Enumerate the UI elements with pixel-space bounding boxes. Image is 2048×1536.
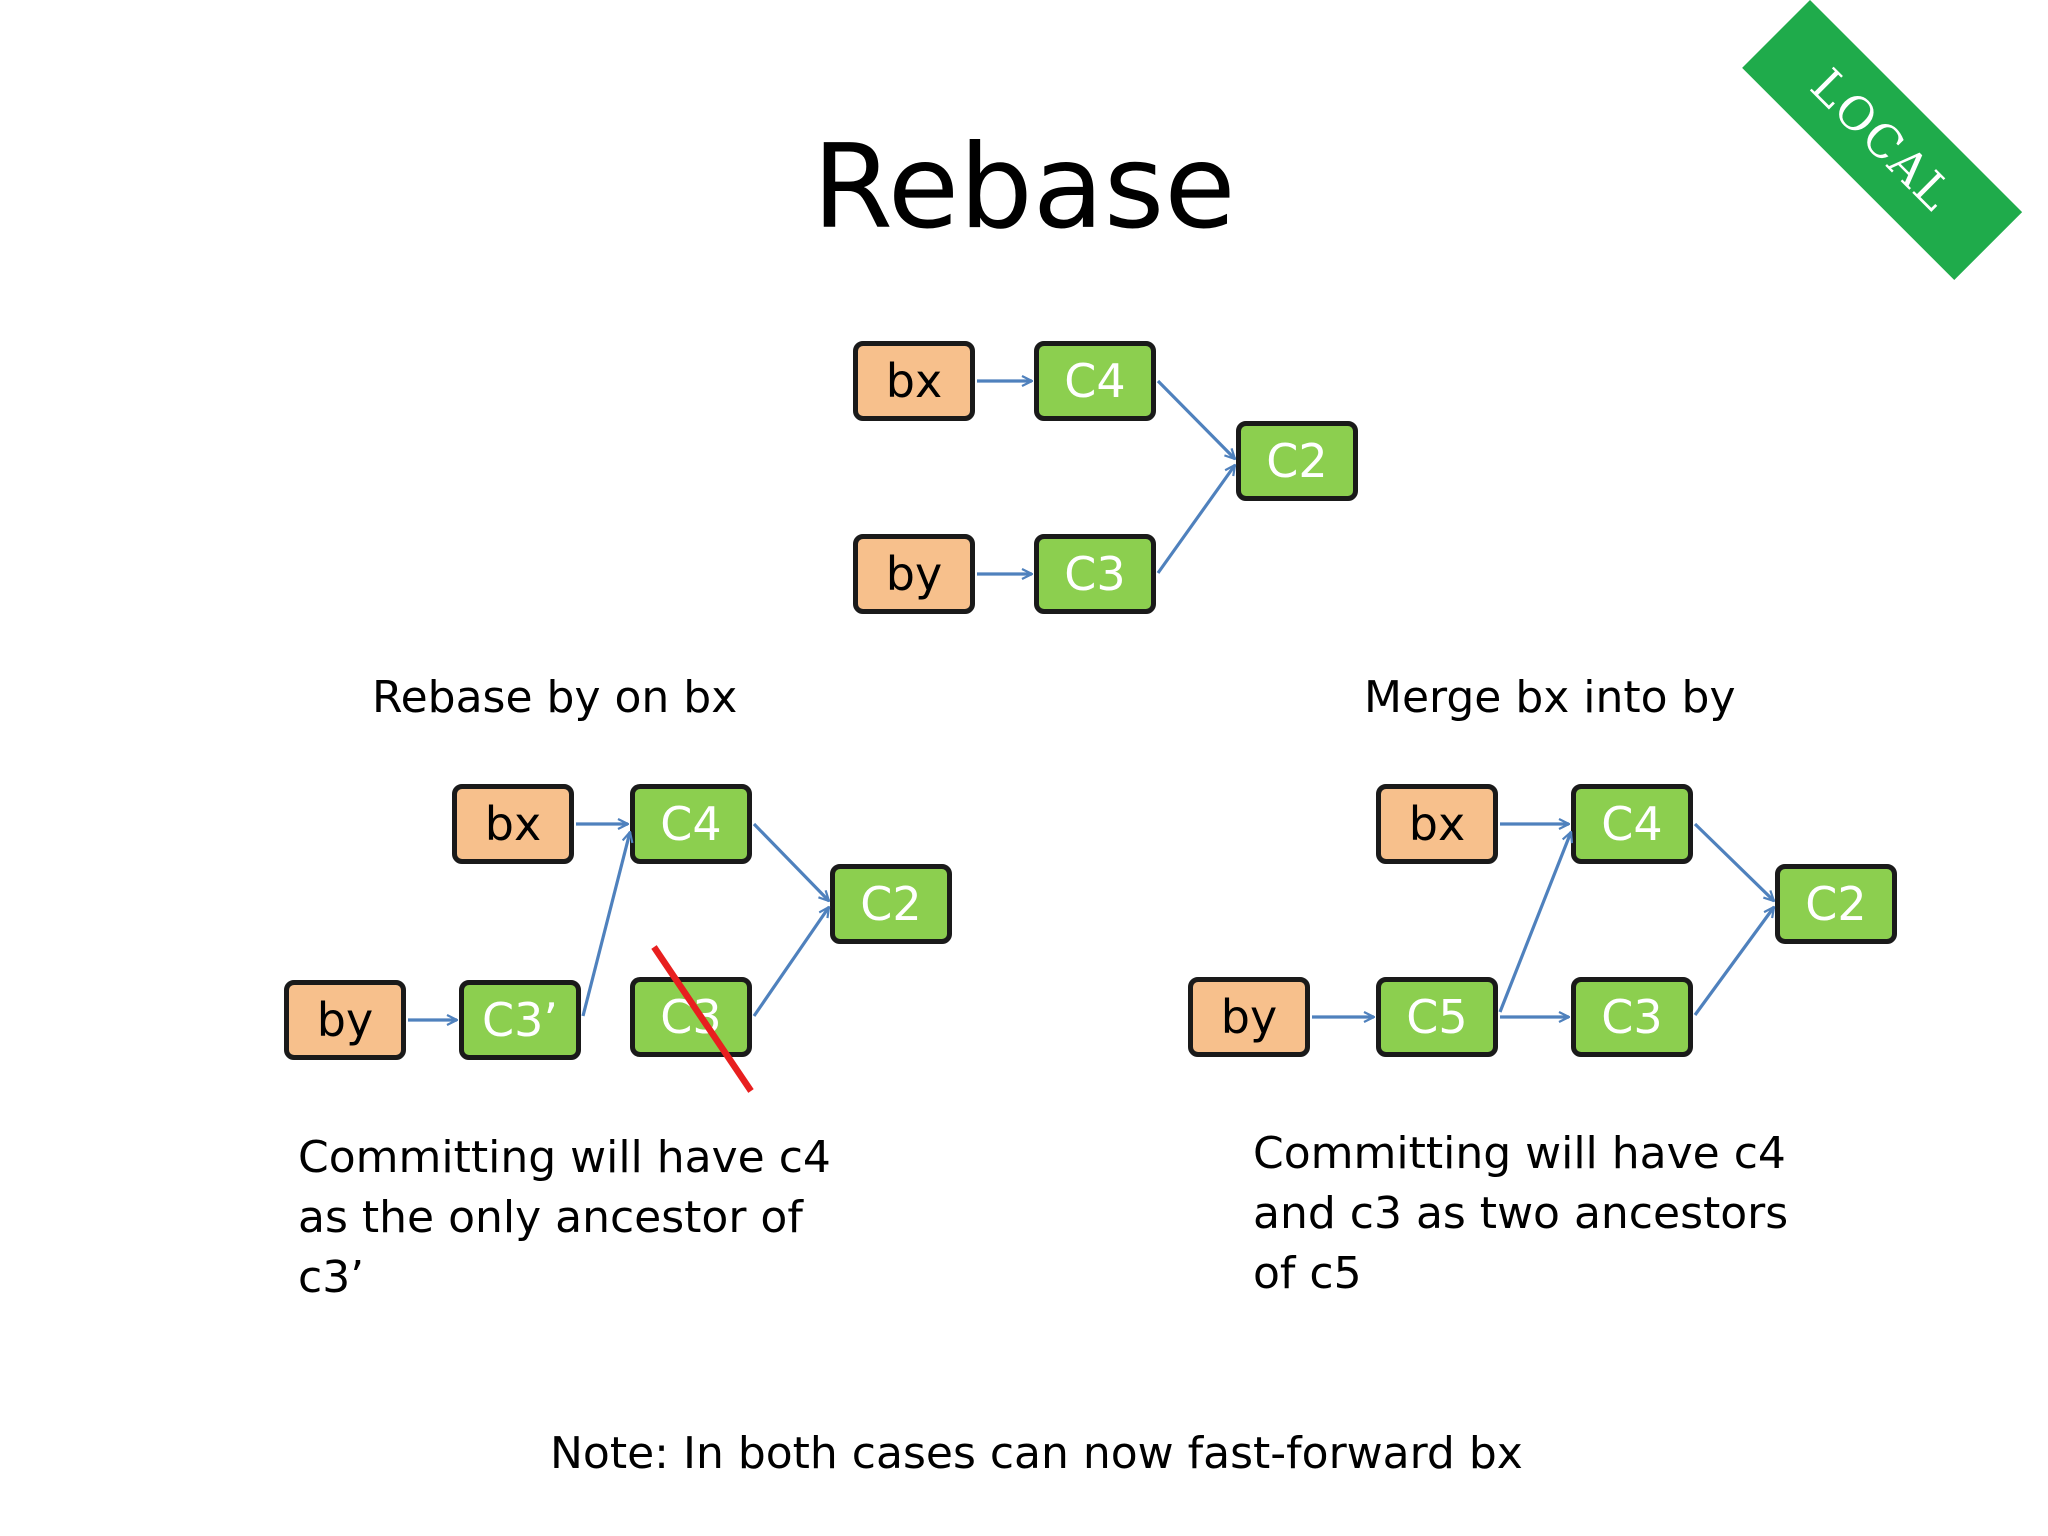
slide-title: Rebase — [812, 120, 1236, 255]
rebase-description: Committing will have c4 as the only ance… — [298, 1132, 831, 1303]
arrow-rebase-c3prime-c4 — [581, 832, 630, 1017]
top-branch-by: by — [853, 534, 975, 614]
top-commit-c2: C2 — [1236, 421, 1358, 501]
rebase-commit-c2: C2 — [830, 864, 952, 944]
merge-branch-by: by — [1188, 977, 1310, 1057]
arrow-top-c3-c2 — [1156, 465, 1235, 574]
merge-branch-bx: bx — [1376, 784, 1498, 864]
note-text: Note: In both cases can now fast-forward… — [550, 1428, 1523, 1479]
top-commit-c3: C3 — [1034, 534, 1156, 614]
rebase-branch-by: by — [284, 980, 406, 1060]
merge-commit-c2: C2 — [1775, 864, 1897, 944]
arrow-merge-c3-c2 — [1693, 907, 1774, 1016]
arrow-rebase-c3-c2 — [752, 907, 829, 1017]
arrow-top-c4-c2 — [1156, 379, 1235, 459]
arrow-rebase-c4-c2 — [752, 822, 829, 901]
top-branch-bx: bx — [853, 341, 975, 421]
rebase-branch-bx: bx — [452, 784, 574, 864]
merge-commit-c3: C3 — [1571, 977, 1693, 1057]
merge-description: Committing will have c4 and c3 as two an… — [1253, 1128, 1789, 1299]
rebase-caption: Rebase by on bx — [372, 672, 738, 723]
rebase-commit-c4: C4 — [630, 784, 752, 864]
top-commit-c4: C4 — [1034, 341, 1156, 421]
arrow-merge-c5-c4 — [1498, 832, 1571, 1013]
rebase-commit-c3-discarded: C3 — [630, 977, 752, 1057]
arrow-merge-c4-c2 — [1693, 822, 1774, 901]
merge-commit-c5: C5 — [1376, 977, 1498, 1057]
merge-commit-c4: C4 — [1571, 784, 1693, 864]
rebase-commit-c3-prime: C3’ — [459, 980, 581, 1060]
merge-caption: Merge bx into by — [1364, 672, 1736, 723]
